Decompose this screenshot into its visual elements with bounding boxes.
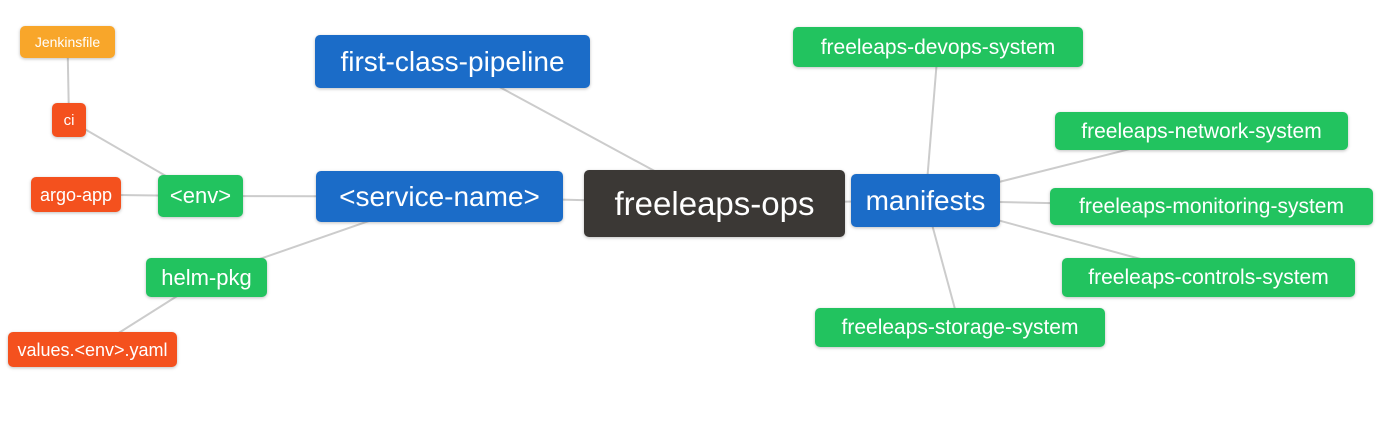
node-values-env-yaml[interactable]: values.<env>.yaml bbox=[8, 332, 177, 367]
node-env[interactable]: <env> bbox=[158, 175, 243, 217]
node-freeleaps-ops[interactable]: freeleaps-ops bbox=[584, 170, 845, 237]
node-argo-app[interactable]: argo-app bbox=[31, 177, 121, 212]
node-freeleaps-controls-system[interactable]: freeleaps-controls-system bbox=[1062, 258, 1355, 297]
node-first-class-pipeline[interactable]: first-class-pipeline bbox=[315, 35, 590, 88]
node-freeleaps-devops-system[interactable]: freeleaps-devops-system bbox=[793, 27, 1083, 67]
node-jenkinsfile[interactable]: Jenkinsfile bbox=[20, 26, 115, 58]
node-freeleaps-storage-system[interactable]: freeleaps-storage-system bbox=[815, 308, 1105, 347]
node-ci[interactable]: ci bbox=[52, 103, 86, 137]
node-freeleaps-monitoring-system[interactable]: freeleaps-monitoring-system bbox=[1050, 188, 1373, 225]
node-helm-pkg[interactable]: helm-pkg bbox=[146, 258, 267, 297]
node-manifests[interactable]: manifests bbox=[851, 174, 1000, 227]
node-service-name[interactable]: <service-name> bbox=[316, 171, 563, 222]
node-freeleaps-network-system[interactable]: freeleaps-network-system bbox=[1055, 112, 1348, 150]
